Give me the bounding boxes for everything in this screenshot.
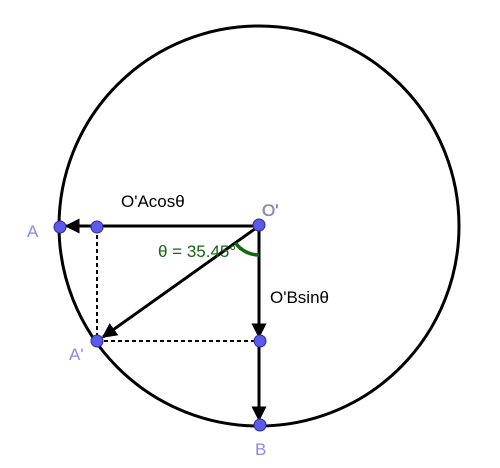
angle-arc [233,241,260,257]
label-vertical-component: O'Bsinθ [270,288,329,307]
label-horizontal-component: O'Acosθ [121,192,185,211]
label-a: A [27,222,39,241]
point-b [253,418,267,432]
label-b: B [255,440,266,459]
point-vertical-projection [253,334,267,348]
vector-o-prime-to-a-prime [101,224,260,339]
point-horizontal-projection [90,220,104,234]
label-o-prime: O' [262,201,278,220]
point-a [53,220,67,234]
point-a-prime [90,334,104,348]
label-angle: θ = 35.45° [158,242,236,261]
label-a-prime: A' [69,345,84,364]
point-o-prime [252,218,266,232]
